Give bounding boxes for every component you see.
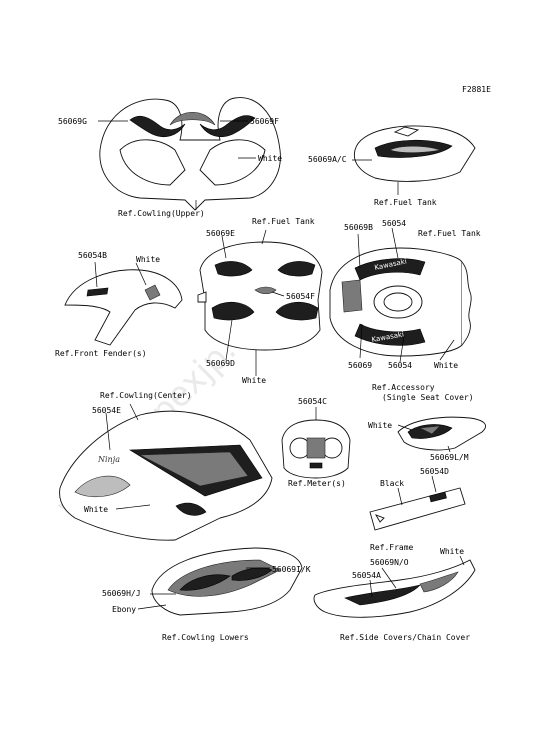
color-white-fender: White: [136, 255, 160, 264]
color-white-tank-right: White: [434, 361, 458, 370]
color-white-seat-cover: White: [368, 421, 392, 430]
fuel-tank-decal-top: [352, 125, 476, 195]
label-56069N-O: 56069N/O: [370, 558, 409, 567]
color-ebony: Ebony: [112, 605, 136, 614]
ref-frame: Ref.Frame: [370, 543, 414, 552]
ref-accessory: Ref.Accessory: [372, 383, 435, 392]
label-56069B: 56069B: [344, 223, 373, 232]
ref-cowling-upper: Ref.Cowling(Upper): [118, 209, 205, 218]
figure-code: F2881E: [462, 85, 491, 94]
ref-single-seat-cover: (Single Seat Cover): [382, 393, 474, 402]
ref-cowling-lowers: Ref.Cowling Lowers: [162, 633, 249, 642]
label-56069H-J: 56069H/J: [102, 589, 141, 598]
ref-cowling-center: Ref.Cowling(Center): [100, 391, 192, 400]
label-56069L-M: 56069L/M: [430, 453, 469, 462]
side-covers: [313, 555, 476, 618]
color-black-frame: Black: [380, 479, 404, 488]
label-56054F: 56054F: [286, 292, 315, 301]
front-fender: [64, 261, 183, 346]
label-56054-b: 56054: [388, 361, 412, 370]
label-56069I-K: 56069I/K: [272, 565, 311, 574]
label-56069: 56069: [348, 361, 372, 370]
color-white-side-covers: White: [440, 547, 464, 556]
label-56054D: 56054D: [420, 467, 449, 476]
single-seat-cover: [397, 416, 486, 453]
label-56054A: 56054A: [352, 571, 381, 580]
label-56054E: 56054E: [92, 406, 121, 415]
label-56069F: 56069F: [250, 117, 279, 126]
label-56069D: 56069D: [206, 359, 235, 368]
color-white-tank-left: White: [242, 376, 266, 385]
label-56069A-C: 56069A/C: [308, 155, 347, 164]
frame-decal: [369, 475, 466, 531]
decal-ninja: Ninja: [97, 455, 120, 464]
fuel-tank-shrouds: [197, 229, 323, 376]
lower-cowlings: [137, 547, 303, 616]
ref-fuel-tank-3: Ref.Fuel Tank: [418, 229, 481, 238]
center-cowling: Ninja: [59, 403, 273, 541]
ref-fuel-tank-2: Ref.Fuel Tank: [252, 217, 315, 226]
label-56054-a: 56054: [382, 219, 406, 228]
ref-front-fender: Ref.Front Fender(s): [55, 349, 147, 358]
upper-cowling: [98, 97, 281, 211]
meter-panel: [281, 407, 351, 479]
color-white-cowl-upper: White: [258, 154, 282, 163]
ref-side-covers: Ref.Side Covers/Chain Cover: [340, 633, 470, 642]
ref-meter: Ref.Meter(s): [288, 479, 346, 488]
label-56069E: 56069E: [206, 229, 235, 238]
color-white-cowl-center: White: [84, 505, 108, 514]
fuel-tank-main: Kawasaki Kawasaki: [329, 227, 472, 363]
label-56069G: 56069G: [58, 117, 87, 126]
label-56054C: 56054C: [298, 397, 327, 406]
ref-fuel-tank-1: Ref.Fuel Tank: [374, 198, 437, 207]
label-56054B: 56054B: [78, 251, 107, 260]
